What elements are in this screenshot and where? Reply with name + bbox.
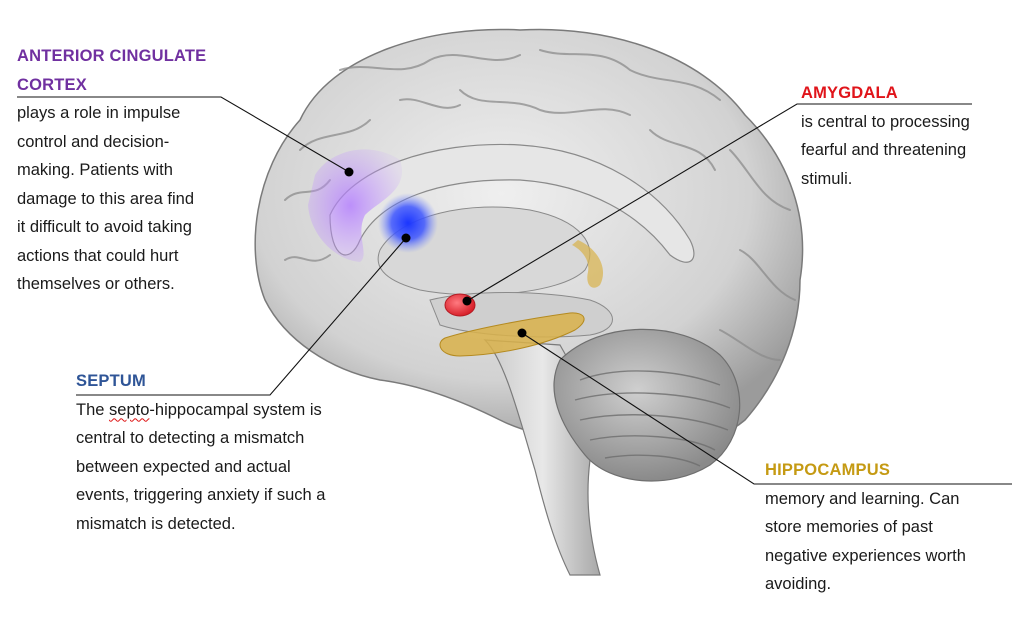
hippocampus-leader-line <box>521 332 1012 485</box>
septum-leader-line <box>76 237 407 396</box>
septum-callout: SEPTUM The septo-hippocampal system is c… <box>76 367 396 538</box>
hippocampus-title: HIPPOCAMPUS <box>765 461 891 479</box>
amygdala-dot <box>462 296 472 306</box>
amygdala-description: is central to processing fearful and thr… <box>801 112 970 188</box>
acc-title-line1: ANTERIOR CINGULATE <box>17 47 207 65</box>
brain-illustration <box>254 28 804 576</box>
septum-description: The septo-hippocampal system is central … <box>76 396 396 539</box>
septum-desc-rest: -hippocampal system is central to detect… <box>76 400 326 533</box>
amygdala-callout: AMYGDALA is central to processing fearfu… <box>801 79 1021 193</box>
acc-callout: ANTERIOR CINGULATE CORTEX plays a role i… <box>17 42 252 299</box>
hippocampus-region <box>439 312 585 357</box>
leader-dots <box>344 167 527 338</box>
cerebellum-folia <box>574 370 731 467</box>
acc-description: plays a role in impulse control and deci… <box>17 104 195 293</box>
cerebellum <box>553 328 741 482</box>
hippocampus-callout: HIPPOCAMPUS memory and learning. Can sto… <box>765 456 1020 599</box>
amygdala-title: AMYGDALA <box>801 84 898 102</box>
amygdala-leader-line <box>466 103 972 302</box>
septum-region <box>378 193 438 253</box>
fornix-region <box>572 240 604 288</box>
leader-lines <box>17 96 1012 485</box>
septum-title: SEPTUM <box>76 372 146 390</box>
acc-leader-line <box>17 96 350 173</box>
hippocampus-description: memory and learning. Can store memories … <box>765 489 966 594</box>
spellcheck-flagged-word: septo <box>109 400 150 419</box>
septum-desc-prefix: The <box>76 400 110 419</box>
septum-dot <box>401 233 411 243</box>
acc-dot <box>344 167 354 177</box>
corpus-callosum <box>329 143 695 263</box>
acc-title-line2: CORTEX <box>17 75 87 94</box>
amygdala-region <box>444 293 476 317</box>
acc-title: ANTERIOR CINGULATE CORTEX <box>17 42 252 99</box>
acc-region <box>308 149 402 262</box>
cortical-folds <box>284 49 796 361</box>
hippocampus-dot <box>517 328 527 338</box>
